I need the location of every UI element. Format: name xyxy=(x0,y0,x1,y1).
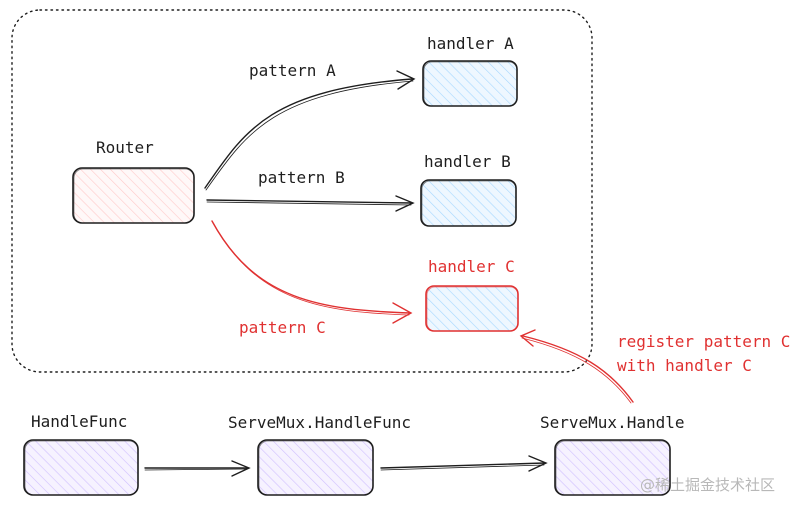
handler-c-box xyxy=(425,285,519,332)
servemux-handlefunc-label: ServeMux.HandleFunc xyxy=(228,413,412,432)
arrow-register xyxy=(519,329,634,404)
handler-b-box xyxy=(420,179,517,227)
handlefunc-label: HandleFunc xyxy=(31,412,128,431)
handler-c-label: handler C xyxy=(428,257,515,276)
arrow-servemux-handlefunc xyxy=(380,455,548,472)
register-label-line1: register pattern C xyxy=(617,332,791,351)
router-label: Router xyxy=(96,138,154,157)
router-region-border xyxy=(11,9,593,373)
pattern-a-label: pattern A xyxy=(249,61,336,80)
servemux-handlefunc-box xyxy=(257,439,374,496)
arrow-handlefunc xyxy=(144,460,251,477)
arrow-pattern-a xyxy=(204,70,416,191)
handlefunc-box xyxy=(23,439,139,496)
arrow-pattern-c xyxy=(211,220,413,324)
handler-a-label: handler A xyxy=(427,34,514,53)
watermark: @稀土掘金技术社区 xyxy=(640,476,776,494)
arrow-pattern-b xyxy=(206,195,415,212)
servemux-handle-label: ServeMux.Handle xyxy=(540,413,685,432)
handler-b-label: handler B xyxy=(424,152,511,171)
handler-a-box xyxy=(422,60,518,107)
register-label-line2: with handler C xyxy=(617,356,752,375)
router-box xyxy=(72,167,195,224)
pattern-c-label: pattern C xyxy=(239,318,326,337)
pattern-b-label: pattern B xyxy=(258,168,345,187)
